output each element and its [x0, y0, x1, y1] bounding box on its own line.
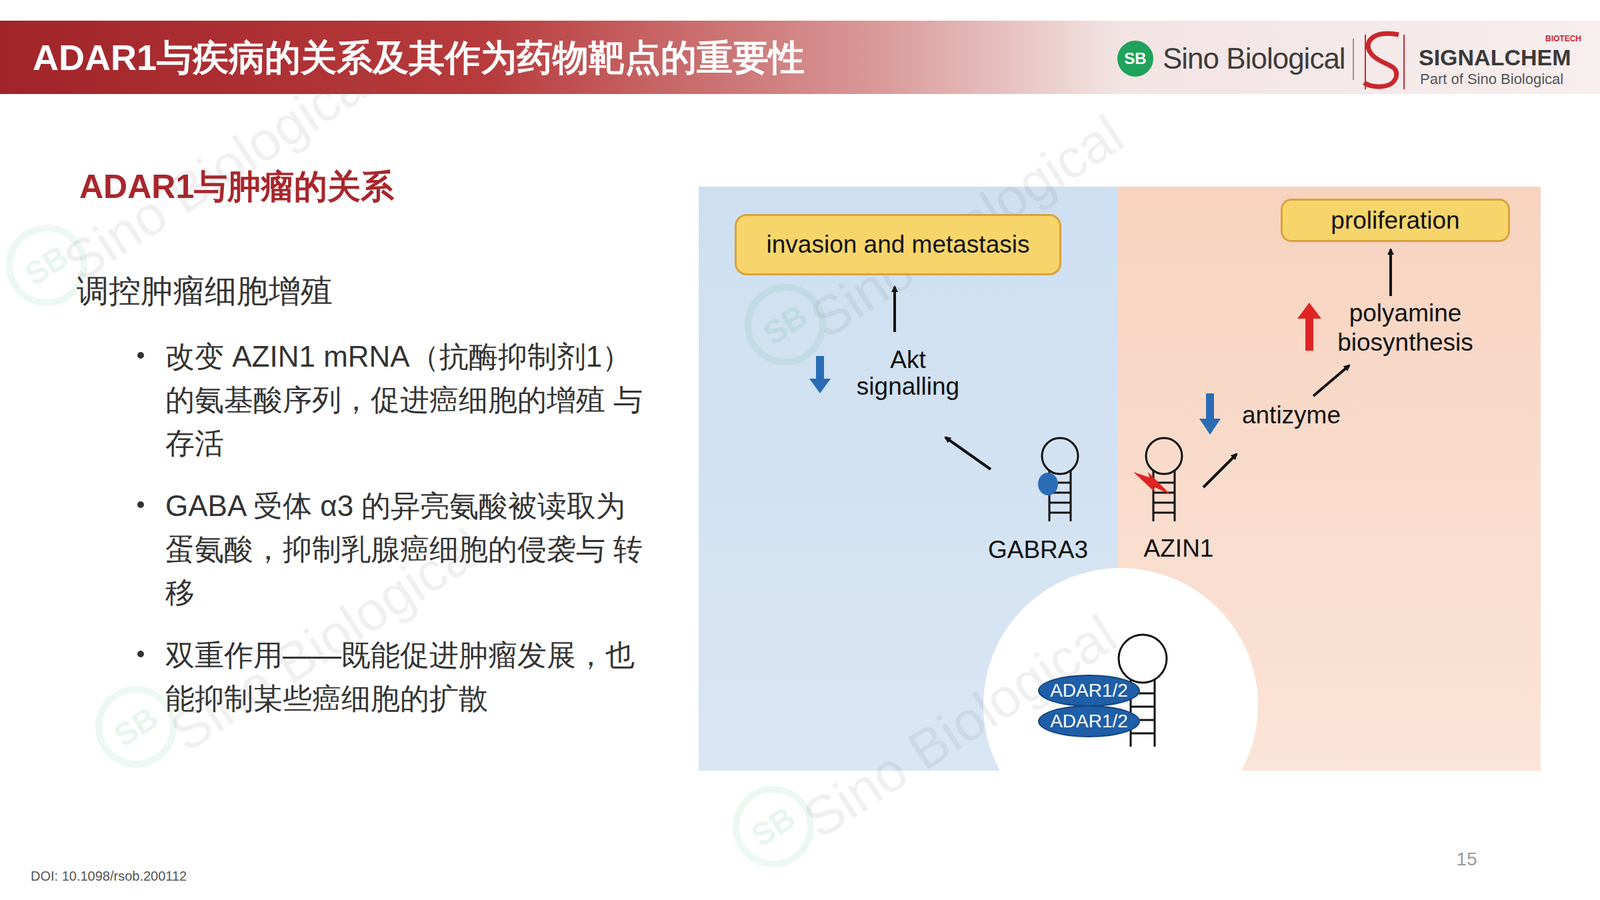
- logo-name: Sino Biological: [1162, 42, 1346, 76]
- editing-bolt: [1133, 472, 1171, 495]
- gene-label: AZIN1: [1144, 534, 1214, 563]
- page-number: 15: [1456, 848, 1477, 870]
- node-text: ADAR1/2: [1050, 710, 1128, 732]
- outcome-box: invasion and metastasis: [734, 214, 1062, 276]
- bullet-text: 改变 AZIN1 mRNA（抗酶抑制剂1） 的氨基酸序列，促进癌细胞的增殖 与存…: [165, 334, 659, 465]
- logo-circle: [1117, 40, 1154, 77]
- pathway-label: polyamine biosynthesis: [1325, 298, 1486, 358]
- signalchem-logo: [1364, 33, 1399, 87]
- protein-ellipse: ADAR1/2: [1038, 705, 1140, 738]
- pathway-label: antizyme: [1242, 401, 1341, 430]
- pathway-label: Akt signalling: [841, 346, 975, 400]
- gene-label: GABRA3: [988, 536, 1088, 564]
- logo-biotech: BIOTECH: [1545, 34, 1582, 44]
- watermark: SB: [744, 799, 802, 854]
- subheading: 调控肿瘤细胞增殖: [76, 270, 333, 313]
- doi-note: DOI: 10.1098/rsob.200112: [30, 868, 187, 884]
- node-text: ADAR1/2: [1050, 680, 1128, 702]
- slide-title: ADAR1与疾病的关系及其作为药物靶点的重要性: [32, 38, 805, 77]
- outcome-box: proliferation: [1280, 198, 1510, 242]
- node-text: proliferation: [1330, 206, 1460, 235]
- logo-mark: SB: [1124, 49, 1146, 68]
- logo-subtitle: Part of Sino Biological: [1420, 70, 1564, 88]
- watermark: SB: [107, 699, 165, 754]
- node-text: invasion and metastasis: [766, 230, 1030, 259]
- protein-ellipse: ADAR1/2: [1038, 674, 1140, 707]
- logo-signalchem: SIGNALCHEM: [1418, 44, 1572, 71]
